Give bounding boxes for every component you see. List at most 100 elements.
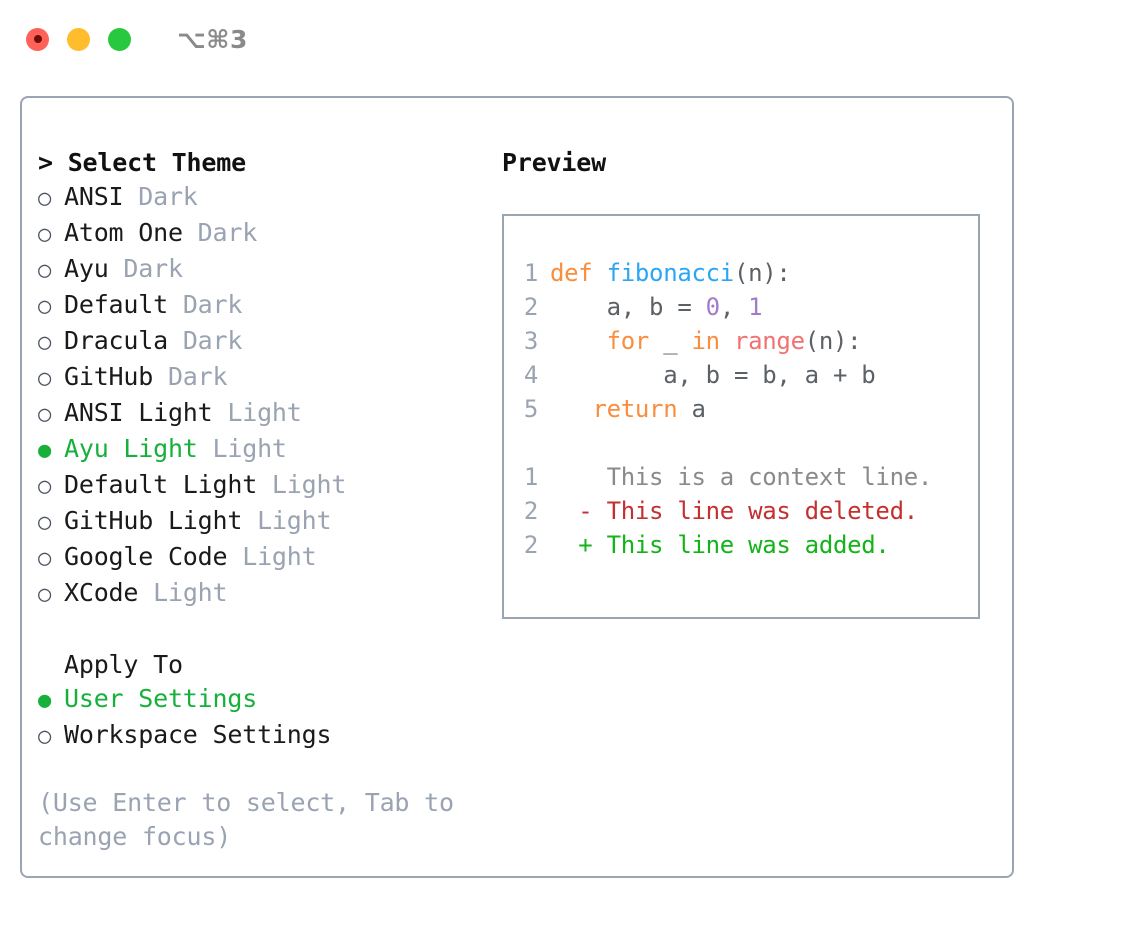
theme-list[interactable]: ○ANSI Dark○Atom One Dark○Ayu Dark○Defaul… [38,180,502,612]
minimize-button-icon[interactable] [67,27,90,51]
code-line: 5 return a [504,392,978,426]
close-button-icon[interactable] [26,27,49,51]
theme-option-default[interactable]: ○ Default Dark [38,288,502,324]
theme-option-label: Default [64,290,168,319]
diff-line-number: 2 [523,531,538,559]
theme-option-label: ANSI [64,182,124,211]
preview-heading: Preview [502,148,606,177]
diff-line-content: + This line was added. [550,531,890,559]
code-token-kw: def [550,259,607,287]
code-line: 4 a, b = b, a + b [504,358,978,392]
code-token-plain [720,327,734,355]
theme-option-default-light[interactable]: ○ Default Light Light [38,468,502,504]
code-token-num: 1 [748,293,763,321]
code-line-number: 1 [523,259,538,287]
code-line-number: 2 [523,293,538,321]
theme-option-ayu-light[interactable]: ● Ayu Light Light [38,432,502,468]
code-token-num: 0 [705,293,720,321]
radio-selected-icon: ● [38,688,52,713]
code-line-content: a, b = 0, 1 [550,290,763,324]
theme-option-label: XCode [64,578,139,607]
apply-to-heading: Apply To [64,650,183,679]
keyboard-hint-text: (Use Enter to select, Tab to change focu… [38,788,454,851]
theme-option-variant-tag: Light [212,398,302,427]
diff-line-number: 2 [523,497,538,525]
theme-option-label: ANSI Light [64,398,213,427]
diff-line-number: 1 [523,463,538,491]
diff-line-content: - This line was deleted. [550,497,918,525]
theme-option-ansi-light[interactable]: ○ ANSI Light Light [38,396,502,432]
diff-line-content: This is a context line. [550,463,933,491]
theme-option-atom-one[interactable]: ○ Atom One Dark [38,216,502,252]
theme-picker-column: > Select Theme ○ANSI Dark○Atom One Dark○… [22,98,502,876]
theme-option-google-code[interactable]: ○Google Code Light [38,540,502,576]
code-line-content: return a [550,392,706,426]
select-theme-heading: > Select Theme [38,148,246,177]
apply-to-list[interactable]: ●User Settings ○ Workspace Settings [38,682,502,754]
theme-option-variant-tag: Dark [167,326,243,355]
theme-option-variant-tag: Dark [182,218,258,247]
diff-line-ctx: 1 This is a context line. [504,460,978,494]
radio-unselected-icon: ○ [38,546,52,571]
title-bar: ⌥⌘3 [0,0,1140,78]
theme-option-label: Ayu [64,254,109,283]
radio-unselected-icon: ○ [38,294,52,319]
code-token-kw: return [592,395,678,423]
code-token-plain: _ [649,327,692,355]
radio-unselected-icon: ○ [38,186,52,211]
radio-unselected-icon: ○ [38,582,52,607]
code-token-kw: for [606,327,650,355]
code-token-plain [550,327,607,355]
theme-option-variant-tag: Light [242,506,332,535]
code-token-plain: a, b = b, a + b [550,361,876,389]
code-line-content: a, b = b, a + b [550,358,876,392]
code-token-plain: (n): [733,259,791,287]
radio-unselected-icon: ○ [38,222,52,247]
theme-option-variant-tag: Dark [167,290,243,319]
diff-line-del: 2 - This line was deleted. [504,494,978,528]
theme-option-variant-tag: Dark [153,362,228,391]
theme-option-github[interactable]: ○ GitHub Dark [38,360,502,396]
theme-option-label: Default Light [64,470,258,499]
theme-option-variant-tag: Dark [108,254,183,283]
theme-option-ansi[interactable]: ○ ANSI Dark [38,180,502,216]
radio-unselected-icon: ○ [38,474,52,499]
theme-option-variant-tag: Light [257,470,347,499]
radio-unselected-icon: ○ [38,724,52,749]
code-line: 1 def fibonacci(n): [504,256,978,290]
apply-to-option-user-settings[interactable]: ●User Settings [38,682,502,718]
code-line-content: def fibonacci(n): [550,256,791,290]
apply-to-option-workspace-settings[interactable]: ○ Workspace Settings [38,718,502,754]
theme-option-label: Ayu Light [64,434,198,463]
code-line: 2 a, b = 0, 1 [504,290,978,324]
theme-option-xcode[interactable]: ○ XCode Light [38,576,502,612]
radio-unselected-icon: ○ [38,366,52,391]
theme-option-ayu[interactable]: ○Ayu Dark [38,252,502,288]
theme-option-dracula[interactable]: ○Dracula Dark [38,324,502,360]
radio-unselected-icon: ○ [38,330,52,355]
code-token-plain: a, b = [550,293,706,321]
main-panel: > Select Theme ○ANSI Dark○Atom One Dark○… [20,96,1014,878]
keyboard-shortcut-label: ⌥⌘3 [177,24,248,54]
theme-option-variant-tag: Light [138,578,228,607]
theme-option-label: Atom One [64,218,183,247]
theme-option-label: GitHub Light [64,506,243,535]
code-line-number: 4 [523,361,538,389]
radio-selected-icon: ● [38,438,52,463]
code-token-kw: in [691,327,721,355]
radio-unselected-icon: ○ [38,402,52,427]
diff-line-add: 2 + This line was added. [504,528,978,562]
code-token-plain [550,395,592,423]
theme-option-github-light[interactable]: ○GitHub Light Light [38,504,502,540]
theme-option-variant-tag: Light [227,542,317,571]
theme-option-label: GitHub [64,362,154,391]
theme-option-variant-tag: Dark [123,182,198,211]
apply-to-option-label: Workspace Settings [64,720,332,749]
theme-option-variant-tag: Light [197,434,287,463]
maximize-button-icon[interactable] [108,27,131,51]
code-line-number: 5 [523,395,538,423]
code-token-plain: (n): [804,327,862,355]
code-spacer [504,426,978,460]
